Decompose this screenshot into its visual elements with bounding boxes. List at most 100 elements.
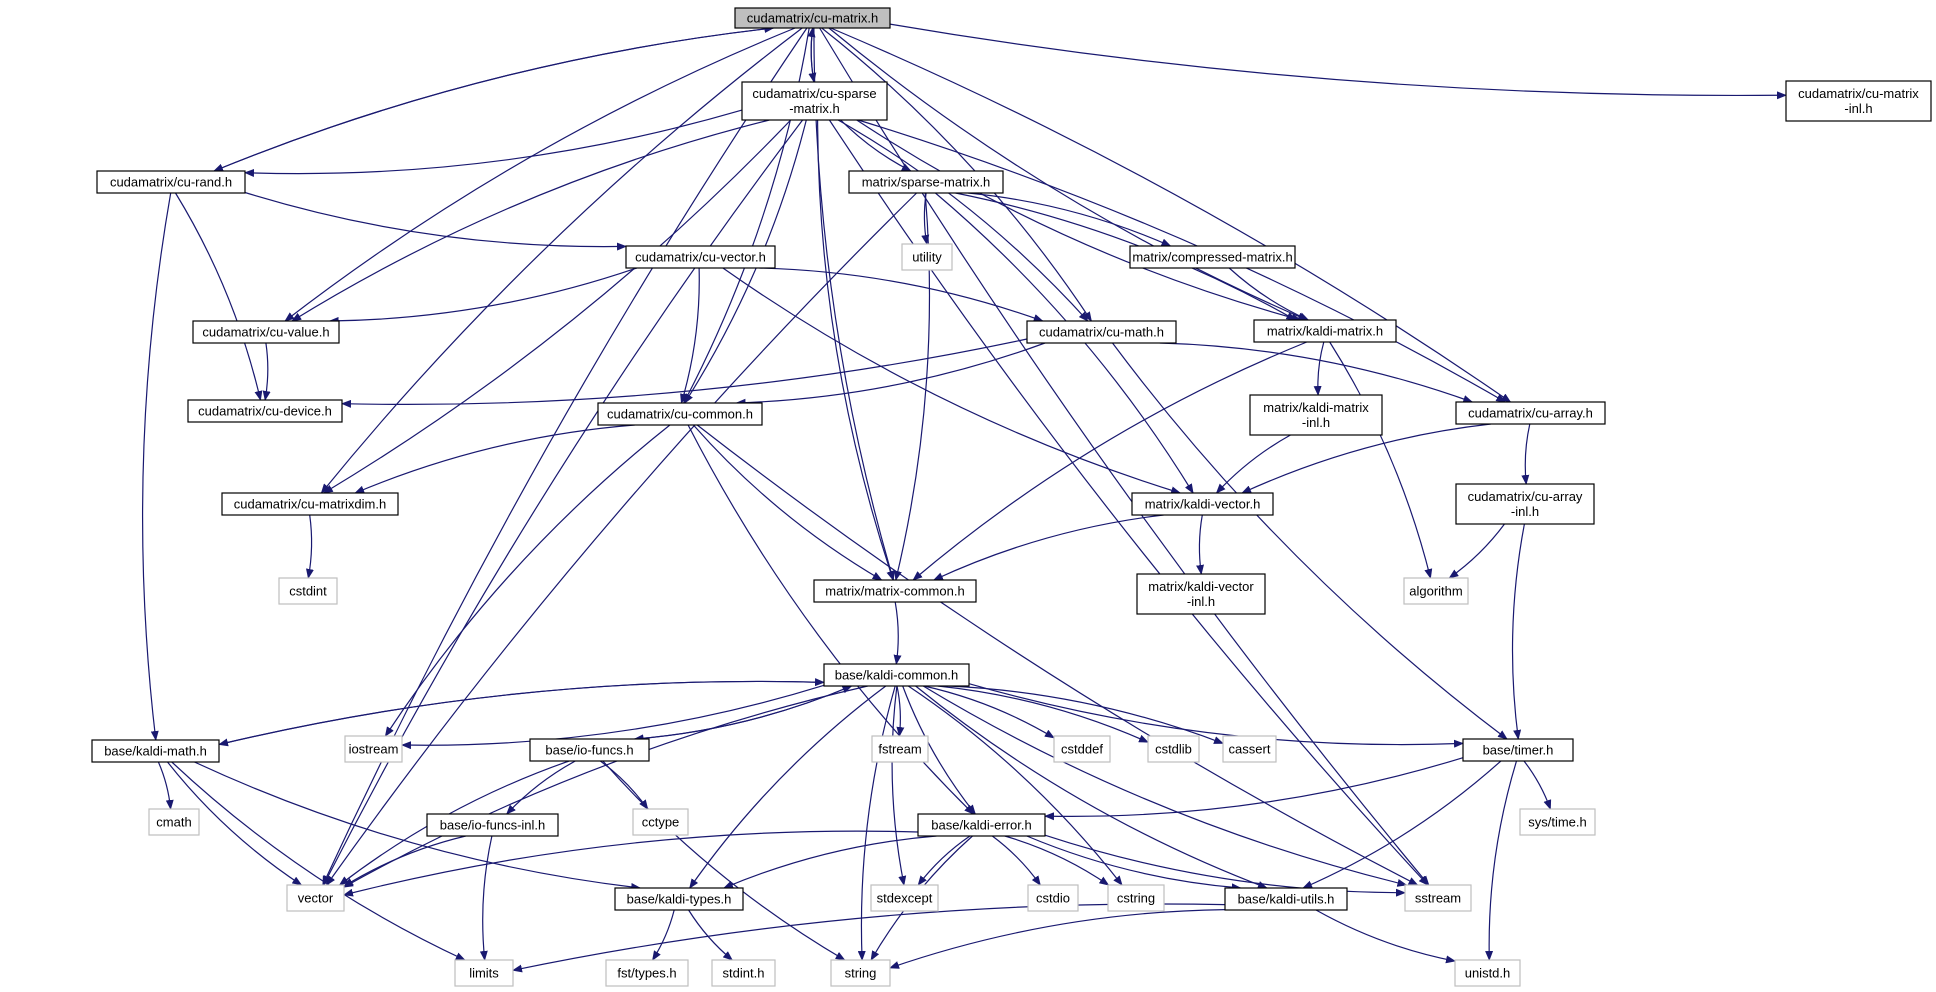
node-cctype: cctype (632, 808, 689, 836)
node-label: matrix/kaldi-matrix (1263, 400, 1369, 415)
edge-kaldi-common-to-kaldi-utils (915, 685, 1268, 889)
edge-cu-matrix-to-cu-matrixdim (320, 27, 803, 494)
edge-io-funcs-inl-to-limits (479, 835, 493, 961)
edge-kaldi-common-to-vector (343, 685, 868, 888)
edge-cu-vector-to-cu-math (759, 267, 1044, 322)
node-label: -inl.h (1302, 415, 1330, 430)
edge-timer-to-sys-time (1523, 760, 1552, 810)
edge-kaldi-common-to-fstream (896, 685, 905, 737)
node-label: cudamatrix/cu-array.h (1468, 406, 1593, 421)
node-cu-rand[interactable]: cudamatrix/cu-rand.h (96, 170, 246, 194)
node-label: stdexcept (877, 891, 933, 906)
node-cu-sparse-matrix[interactable]: cudamatrix/cu-sparse-matrix.h (741, 81, 888, 121)
node-box (614, 887, 744, 911)
node-box (192, 320, 340, 344)
node-label: cassert (1229, 742, 1271, 757)
node-label: base/kaldi-math.h (104, 744, 207, 759)
edge-kaldi-error-to-sstream (1044, 834, 1406, 897)
node-cu-matrix-inl[interactable]: cudamatrix/cu-matrix-inl.h (1785, 80, 1932, 122)
edge-cu-vector-to-cu-common (680, 267, 700, 404)
node-stdint: stdint.h (711, 959, 776, 987)
node-kaldi-types[interactable]: base/kaldi-types.h (614, 887, 744, 911)
node-label: matrix/kaldi-matrix.h (1267, 324, 1383, 339)
node-io-funcs[interactable]: base/io-funcs.h (529, 738, 650, 762)
node-compressed-matrix[interactable]: matrix/compressed-matrix.h (1129, 245, 1296, 269)
edge-kaldi-common-to-cstdlib (937, 685, 1149, 743)
node-cu-matrix[interactable]: cudamatrix/cu-matrix.h (734, 7, 891, 29)
node-box (1224, 887, 1348, 911)
edge-kaldi-error-to-vector (343, 830, 919, 897)
edge-timer-to-unistd (1485, 760, 1518, 961)
node-cu-value[interactable]: cudamatrix/cu-value.h (192, 320, 340, 344)
node-box (91, 739, 220, 763)
node-label: -inl.h (1844, 101, 1872, 116)
node-label: cctype (642, 815, 680, 830)
node-cstdint: cstdint (278, 577, 338, 605)
node-label: matrix/matrix-common.h (825, 584, 964, 599)
node-label: cudamatrix/cu-matrix.h (747, 11, 878, 26)
node-kaldi-vector-inl[interactable]: matrix/kaldi-vector-inl.h (1136, 573, 1266, 615)
edge-kaldi-vector-to-matrix-common (932, 514, 1164, 581)
node-stdexcept: stdexcept (870, 884, 939, 912)
node-limits: limits (454, 959, 514, 987)
edge-io-funcs-to-kaldi-common (634, 685, 853, 740)
node-kaldi-math[interactable]: base/kaldi-math.h (91, 739, 220, 763)
edge-matrix-common-to-kaldi-common (893, 601, 902, 665)
node-label: cudamatrix/cu-array (1468, 489, 1583, 504)
edge-cu-sparse-matrix-to-cu-rand (244, 109, 743, 177)
node-label: cstdio (1036, 891, 1070, 906)
edge-kaldi-math-to-kaldi-common (218, 678, 825, 746)
node-kaldi-common[interactable]: base/kaldi-common.h (823, 663, 970, 687)
node-box (221, 492, 399, 516)
node-kaldi-vector[interactable]: matrix/kaldi-vector.h (1131, 492, 1274, 516)
node-cu-math[interactable]: cudamatrix/cu-math.h (1026, 320, 1177, 344)
edge-kaldi-matrix-inl-to-kaldi-vector (1215, 434, 1291, 494)
node-label: cstdint (289, 584, 327, 599)
node-matrix-common[interactable]: matrix/matrix-common.h (813, 579, 977, 603)
node-kaldi-error[interactable]: base/kaldi-error.h (917, 813, 1046, 837)
node-string: string (830, 959, 891, 987)
edge-cu-math-to-cu-array (1159, 342, 1474, 403)
node-kaldi-matrix-inl[interactable]: matrix/kaldi-matrix-inl.h (1249, 394, 1383, 436)
edge-cu-array-to-kaldi-vector (1241, 423, 1491, 494)
node-cu-common[interactable]: cudamatrix/cu-common.h (597, 402, 763, 426)
node-box (1136, 573, 1266, 615)
node-cu-array-inl[interactable]: cudamatrix/cu-array-inl.h (1455, 483, 1595, 525)
node-io-funcs-inl[interactable]: base/io-funcs-inl.h (426, 813, 559, 837)
edge-kaldi-math-to-kaldi-types (194, 761, 642, 891)
node-box (148, 808, 200, 836)
edge-cu-matrix-to-kaldi-matrix (828, 27, 1308, 321)
edge-cu-matrix-to-cu-rand (213, 27, 774, 172)
edge-kaldi-common-to-cassert (948, 685, 1224, 744)
node-cu-array[interactable]: cudamatrix/cu-array.h (1455, 401, 1606, 425)
node-box (711, 959, 776, 987)
node-cu-matrixdim[interactable]: cudamatrix/cu-matrixdim.h (221, 492, 399, 516)
node-box (901, 243, 953, 271)
node-vector: vector (286, 884, 345, 912)
node-fst-types: fst/types.h (605, 959, 689, 987)
node-label: matrix/sparse-matrix.h (862, 175, 991, 190)
node-box (1147, 735, 1200, 763)
edge-cu-common-to-cu-matrixdim (354, 424, 635, 494)
node-label: stdint.h (723, 966, 765, 981)
node-label: algorithm (1409, 584, 1462, 599)
node-box (1455, 401, 1606, 425)
edge-kaldi-common-to-stdexcept (891, 685, 907, 886)
node-label: base/io-funcs-inl.h (440, 818, 546, 833)
node-box (871, 735, 929, 763)
edge-io-funcs-inl-to-vector (343, 835, 466, 887)
edge-kaldi-types-to-stdint (688, 909, 733, 961)
node-kaldi-utils[interactable]: base/kaldi-utils.h (1224, 887, 1348, 911)
node-kaldi-matrix[interactable]: matrix/kaldi-matrix.h (1253, 319, 1397, 343)
node-box (1249, 394, 1383, 436)
node-cu-vector[interactable]: cudamatrix/cu-vector.h (625, 245, 776, 269)
node-cu-device[interactable]: cudamatrix/cu-device.h (187, 399, 343, 423)
node-box (1129, 245, 1296, 269)
node-label: cudamatrix/cu-matrix (1798, 86, 1919, 101)
node-box (1027, 884, 1079, 912)
node-label: base/kaldi-utils.h (1238, 892, 1335, 907)
node-sparse-matrix[interactable]: matrix/sparse-matrix.h (848, 170, 1004, 194)
node-timer[interactable]: base/timer.h (1462, 738, 1574, 762)
node-box (1454, 959, 1521, 987)
node-cstdio: cstdio (1027, 884, 1079, 912)
